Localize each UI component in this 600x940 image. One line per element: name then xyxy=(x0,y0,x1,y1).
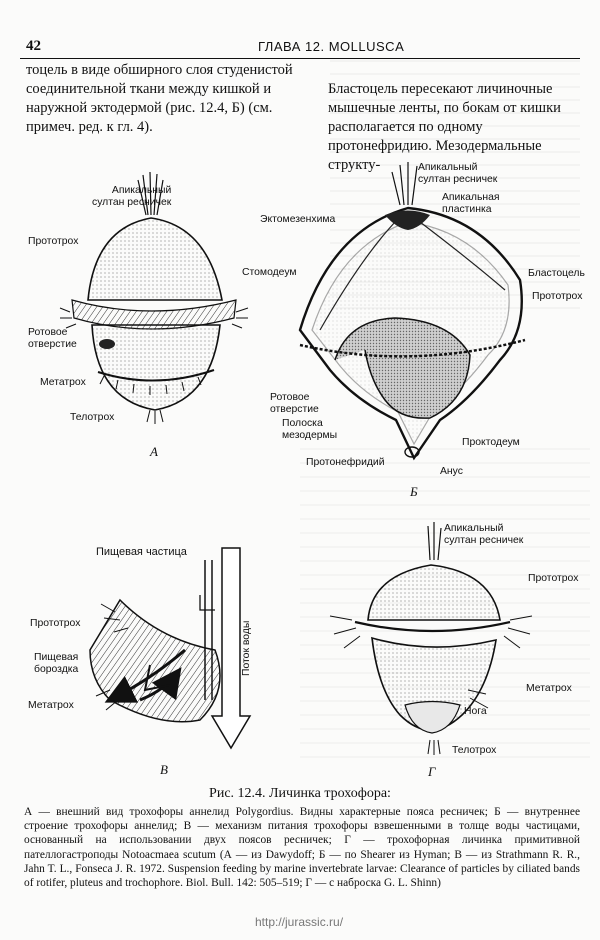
panel-a-label-mouth: Ротовое отверстие xyxy=(28,327,77,350)
panel-b-label-stomodeum: Стомодеум xyxy=(242,267,297,278)
panel-v-label-food-groove: Пищевая бороздка xyxy=(34,652,79,675)
panel-b-label-proctodeum: Проктодеум xyxy=(462,437,520,448)
left-column-text: тоцель в виде обширного слоя студенистой… xyxy=(26,62,293,135)
panel-b-label-blastocoel: Бластоцель xyxy=(528,268,585,279)
panel-a-label-telotroch: Телотрох xyxy=(70,412,115,423)
panel-a-letter: А xyxy=(150,444,158,459)
panel-a-drawing xyxy=(59,171,249,424)
panel-g-label-foot: Нога xyxy=(464,706,487,717)
panel-g-label-apical: Апикальный султан ресничек xyxy=(444,523,524,546)
chapter-title: ГЛАВА 12. MOLLUSCA xyxy=(258,39,405,54)
panel-a-label-metatroch: Метатрох xyxy=(40,377,86,388)
panel-g-drawing xyxy=(329,522,533,755)
panel-b-drawing xyxy=(298,162,526,461)
panel-v-label-food-particle: Пищевая частица xyxy=(96,546,187,558)
panel-b-label-prototroch: Прототрох xyxy=(532,291,583,302)
figure-caption-body: А — внешний вид трохофоры аннелид Polygo… xyxy=(24,806,580,890)
panel-b-label-apical-plate: Апикальная пластинка xyxy=(442,192,500,215)
panel-b-label-mouth: Ротовое отверстие xyxy=(270,392,319,415)
panel-b-label-ectomesenchyme: Эктомезенхима xyxy=(260,214,336,225)
panel-g-letter: Г xyxy=(428,764,436,779)
page-header: 42 ГЛАВА 12. MOLLUSCA xyxy=(20,36,580,59)
figure-caption-title: Рис. 12.4. Личинка трохофора: xyxy=(209,786,391,801)
panel-v-label-water-flow: Поток воды xyxy=(241,620,252,676)
panel-b-letter: Б xyxy=(410,484,418,499)
panel-a-label-prototroch: Прототрох xyxy=(28,236,79,247)
right-column-text: Бластоцель пересекают личиночные мышечны… xyxy=(328,81,561,173)
panel-v-label-metatroch: Метатрох xyxy=(28,700,74,711)
watermark: http://jurassic.ru/ xyxy=(255,915,344,929)
panel-b-label-anus: Анус xyxy=(440,466,463,477)
page-number: 42 xyxy=(26,38,41,54)
panel-g-label-metatroch: Метатрох xyxy=(526,683,572,694)
panel-v-drawing xyxy=(89,547,252,750)
panel-g-label-telotroch: Телотрох xyxy=(452,745,497,756)
panel-b-label-protonephridium: Протонефридий xyxy=(306,457,385,468)
panel-b-label-mesoderm: Полоска мезодермы xyxy=(282,418,338,441)
panel-g-label-prototroch: Прототрох xyxy=(528,573,579,584)
panel-v-letter: В xyxy=(160,762,168,777)
panel-v-label-prototroch: Прототрох xyxy=(30,618,81,629)
panel-a-label-apical: Апикальный султан ресничек xyxy=(92,185,172,208)
panel-b-label-apical: Апикальный султан ресничек xyxy=(418,162,498,185)
